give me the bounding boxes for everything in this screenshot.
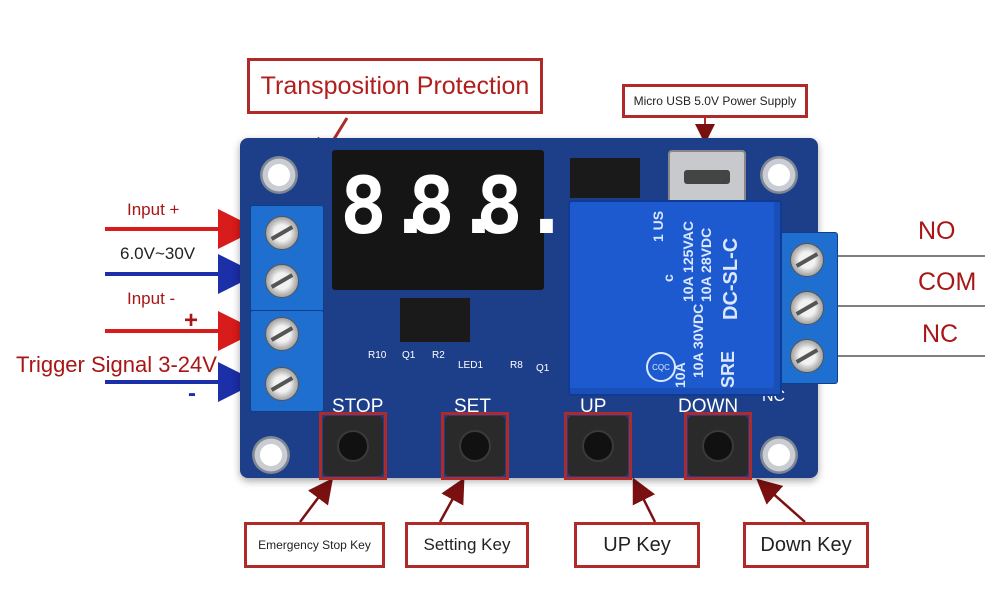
silk-set: SET bbox=[454, 396, 491, 417]
label-com: COM bbox=[918, 268, 977, 296]
com-screw[interactable] bbox=[790, 291, 824, 325]
relay-marks: 1 US bbox=[650, 210, 666, 242]
silk-r10: R10 bbox=[368, 350, 387, 361]
callout-transposition-protection: Transposition Protection bbox=[247, 58, 543, 114]
relay-c-mark: c bbox=[660, 274, 676, 282]
callout-emergency-stop-key: Emergency Stop Key bbox=[244, 522, 385, 568]
relay-cqc-mark: CQC bbox=[646, 352, 676, 382]
down-button[interactable] bbox=[688, 416, 748, 476]
relay-output-terminal bbox=[778, 232, 838, 384]
micro-usb-port bbox=[668, 150, 746, 204]
up-button-frame bbox=[564, 412, 632, 480]
silk-led1: LED1 bbox=[458, 360, 484, 371]
display-digit-3: 8. bbox=[476, 162, 570, 252]
seven-segment-display: 8. 8. 8. bbox=[332, 150, 570, 290]
silk-r2: R2 bbox=[432, 350, 445, 361]
up-button[interactable] bbox=[568, 416, 628, 476]
mosfet-chip bbox=[400, 298, 470, 342]
trigger-minus-screw[interactable] bbox=[265, 367, 299, 401]
down-button-frame bbox=[684, 412, 752, 480]
silk-up: UP bbox=[580, 396, 607, 417]
label-trigger-signal: Trigger Signal 3-24V bbox=[16, 352, 217, 377]
ic-chip bbox=[570, 158, 640, 198]
pointer-stop bbox=[299, 478, 333, 523]
callout-up-key: UP Key bbox=[574, 522, 700, 568]
input-plus-screw[interactable] bbox=[265, 216, 299, 250]
stop-button[interactable] bbox=[323, 416, 383, 476]
input-minus-screw[interactable] bbox=[265, 264, 299, 298]
relay-line1: 10A 125VAC bbox=[680, 221, 696, 302]
relay-brand: SRE bbox=[718, 350, 738, 388]
display-digit-1: 8. bbox=[340, 162, 434, 252]
relay-line2: 10A 28VDC bbox=[698, 227, 714, 302]
nc-screw[interactable] bbox=[790, 339, 824, 373]
mount-hole-top-left bbox=[260, 156, 298, 194]
relay-coil: 10A 30VDC bbox=[690, 303, 706, 378]
trigger-plus-screw[interactable] bbox=[265, 317, 299, 351]
display-digit-2: 8. bbox=[408, 162, 502, 252]
set-button-frame bbox=[441, 412, 509, 480]
set-button[interactable] bbox=[445, 416, 505, 476]
mount-hole-bottom-right bbox=[760, 436, 798, 474]
callout-setting-key: Setting Key bbox=[405, 522, 529, 568]
silk-down: DOWN bbox=[678, 396, 739, 417]
stop-button-frame bbox=[319, 412, 387, 480]
label-input-minus: Input - bbox=[127, 289, 176, 308]
label-minus-sign: - bbox=[188, 380, 196, 407]
silk-r8: R8 bbox=[510, 360, 523, 371]
label-voltage-range: 6.0V~30V bbox=[120, 244, 196, 263]
input-terminal-block bbox=[250, 205, 324, 312]
pointer-set bbox=[438, 477, 465, 523]
relay-module-board: 8. 8. 8. R10 Q1 R2 LED1 R8 Q1 O NC STOP … bbox=[240, 138, 818, 478]
relay-model: DC-SL-C bbox=[720, 237, 742, 320]
pointer-down bbox=[756, 478, 806, 523]
label-input-plus: Input + bbox=[127, 200, 180, 219]
silk-q1: Q1 bbox=[402, 350, 416, 361]
trigger-terminal-block bbox=[250, 310, 324, 412]
label-nc: NC bbox=[922, 320, 959, 348]
silk-stop: STOP bbox=[332, 396, 384, 417]
no-screw[interactable] bbox=[790, 243, 824, 277]
relay: 10A 125VAC 10A 28VDC DC-SL-C 10A 30VDC 1… bbox=[568, 200, 782, 396]
mount-hole-bottom-left bbox=[252, 436, 290, 474]
label-no: NO bbox=[918, 217, 956, 245]
label-plus-sign: + bbox=[184, 307, 199, 334]
mount-hole-top-right bbox=[760, 156, 798, 194]
silk-q1-b: Q1 bbox=[536, 363, 550, 374]
callout-down-key: Down Key bbox=[743, 522, 869, 568]
pointer-up bbox=[632, 477, 657, 523]
callout-micro-usb: Micro USB 5.0V Power Supply bbox=[622, 84, 808, 118]
